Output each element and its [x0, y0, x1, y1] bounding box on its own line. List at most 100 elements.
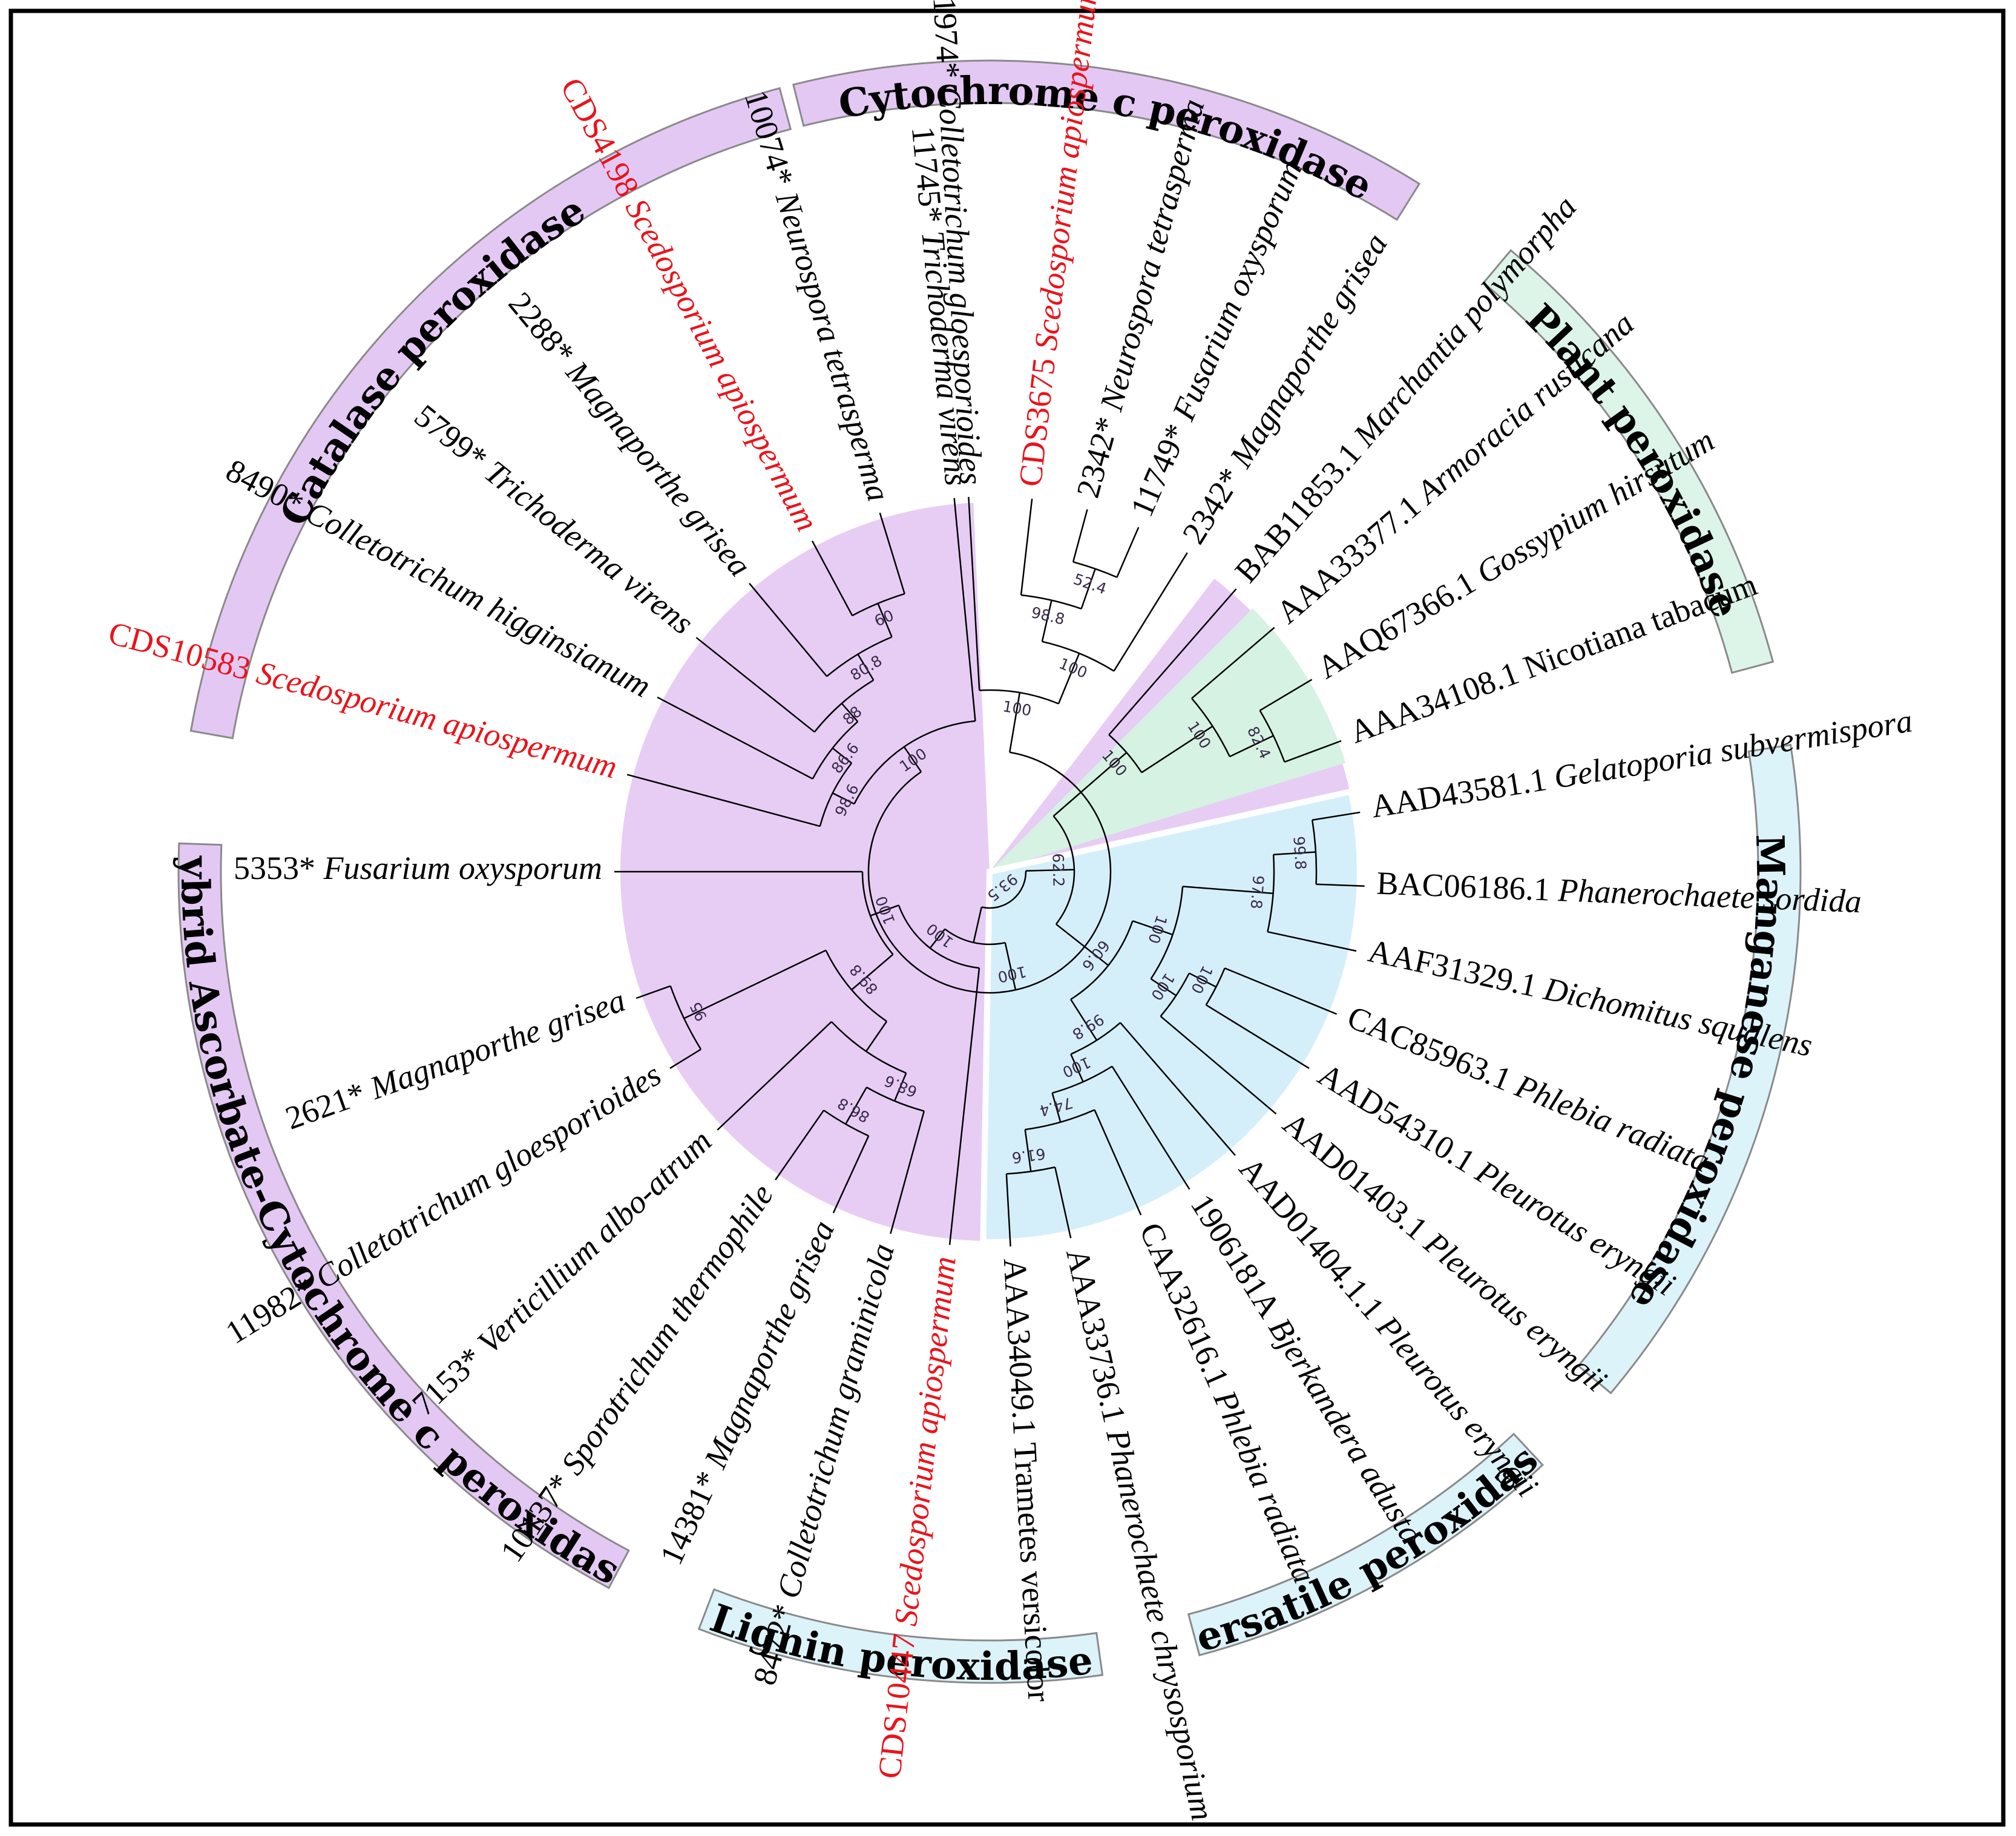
branch-radial — [877, 603, 893, 637]
leaf-accession: 11745* — [904, 125, 950, 225]
branch-arc — [853, 720, 976, 804]
bootstrap-value: 52.4 — [1071, 570, 1109, 598]
leaf-accession: AAF31329.1 — [1365, 932, 1540, 1004]
branch-radial — [1094, 1109, 1142, 1216]
leaf-accession: 2621* — [281, 1075, 370, 1137]
branch-radial — [1312, 811, 1361, 821]
branch-radial — [1267, 931, 1357, 952]
branch-radial — [1273, 851, 1316, 855]
leaf-accession: AAA33736.1 — [1059, 1245, 1133, 1426]
branch-arc — [1052, 815, 1075, 925]
branch-radial — [1141, 725, 1213, 774]
branch-radial — [717, 1021, 832, 1131]
branch-radial — [1024, 1129, 1032, 1172]
branch-arc — [1108, 734, 1143, 773]
branch-radial — [1132, 920, 1174, 936]
leaf-accession: 14381* — [653, 1466, 727, 1570]
branch-radial — [968, 496, 980, 691]
branch-radial — [1057, 653, 1080, 704]
branch-radial — [1072, 509, 1088, 562]
branch-radial — [865, 1021, 888, 1052]
group-band — [792, 59, 1421, 222]
branch-radial — [1041, 600, 1052, 642]
branch-arc — [852, 593, 905, 617]
branch-radial — [1070, 1053, 1084, 1082]
branch-radial — [1284, 740, 1342, 763]
branch-radial — [1056, 923, 1109, 966]
figure-border — [8, 8, 2006, 1827]
branch-radial — [683, 949, 827, 1019]
branch-arc — [826, 636, 893, 677]
branch-radial — [1150, 978, 1177, 996]
branch-radial — [1316, 883, 1365, 887]
leaf-species: Phanerochaete sordida — [1549, 872, 1862, 920]
bootstrap-value: 97.8 — [1247, 875, 1267, 910]
branch-radial — [1070, 999, 1098, 1041]
branch-radial — [841, 703, 859, 722]
bootstrap-value: 99.8 — [1290, 835, 1309, 870]
leaf-species: Colletotrichum higginsianum — [292, 490, 657, 705]
branch-radial — [857, 654, 875, 681]
branch-radial — [1005, 1174, 1011, 1247]
branch-radial — [669, 1048, 701, 1069]
branch-radial — [1224, 967, 1338, 1015]
branch-radial — [870, 904, 899, 916]
branch-radial — [903, 746, 922, 772]
branch-radial — [811, 541, 853, 616]
branch-radial — [1054, 1166, 1072, 1239]
leaf-species: Fusarium oxysporum — [315, 850, 602, 886]
plant-clade-sector — [990, 608, 1346, 872]
group-band — [1187, 1432, 1545, 1657]
leaf-accession: 2342* — [1175, 462, 1249, 550]
bootstrap-value: 98.8 — [1029, 604, 1066, 628]
leaf-species: Scedosporium apiospermum — [887, 1255, 963, 1636]
branch-arc — [981, 870, 1027, 909]
leaf-species: Scedosporium apiospermum — [245, 653, 621, 786]
branch-radial — [851, 953, 894, 991]
group-band — [189, 87, 792, 740]
leaf-species: Magnaporthe grisea — [358, 982, 630, 1109]
leaf-species: Phlebia radiata — [1503, 1065, 1715, 1180]
branch-radial — [775, 1110, 825, 1180]
branch-radial — [1051, 1093, 1062, 1123]
branch-radial — [832, 747, 852, 764]
branch-radial — [1120, 1022, 1236, 1156]
branch-arc — [979, 689, 1059, 705]
branch-radial — [948, 967, 980, 1245]
tree-branches — [614, 496, 1365, 1247]
clade-sectors — [620, 502, 1363, 1245]
branch-radial — [1025, 869, 1074, 872]
leaf-accession: AAA34108.1 Nicotiana tabacum — [1345, 566, 1762, 751]
branch-arc — [830, 1021, 907, 1074]
leaf-accession: 5353* — [234, 850, 315, 886]
leaf-label: AAA34108.1 Nicotiana tabacum — [1345, 566, 1762, 751]
branch-radial — [1229, 735, 1274, 758]
branch-radial — [832, 792, 855, 805]
branch-radial — [657, 696, 813, 780]
branch-arc — [812, 721, 859, 780]
branch-radial — [929, 928, 946, 949]
branch-radial — [1189, 972, 1216, 988]
leaf-label: 5353* Fusarium oxysporum — [234, 850, 602, 886]
branch-radial — [893, 1073, 907, 1102]
leaf-species: Sporotrichum thermophile — [550, 1177, 781, 1488]
branch-radial — [1004, 942, 1017, 990]
branch-arc — [1267, 854, 1275, 932]
class-ii-clade-sector — [983, 791, 1361, 1242]
leaf-accession: AAD43581.1 — [1368, 761, 1549, 825]
group-band — [1577, 743, 1802, 1395]
branch-radial — [953, 498, 976, 722]
branch-radial — [1206, 1004, 1310, 1069]
leaf-accession: BAC06186.1 — [1376, 865, 1551, 908]
branch-radial — [695, 637, 815, 733]
branch-radial — [973, 907, 982, 943]
leaf-species: Scedosporium apiospermum — [1026, 0, 1106, 360]
leaf-accession: CDS3675 — [1012, 356, 1063, 488]
branch-radial — [749, 582, 828, 677]
branch-radial — [1052, 752, 1128, 817]
branch-radial — [1020, 498, 1033, 596]
leaf-accession: 2342* — [1069, 413, 1126, 501]
branch-radial — [890, 1111, 925, 1234]
branch-radial — [1113, 552, 1188, 672]
